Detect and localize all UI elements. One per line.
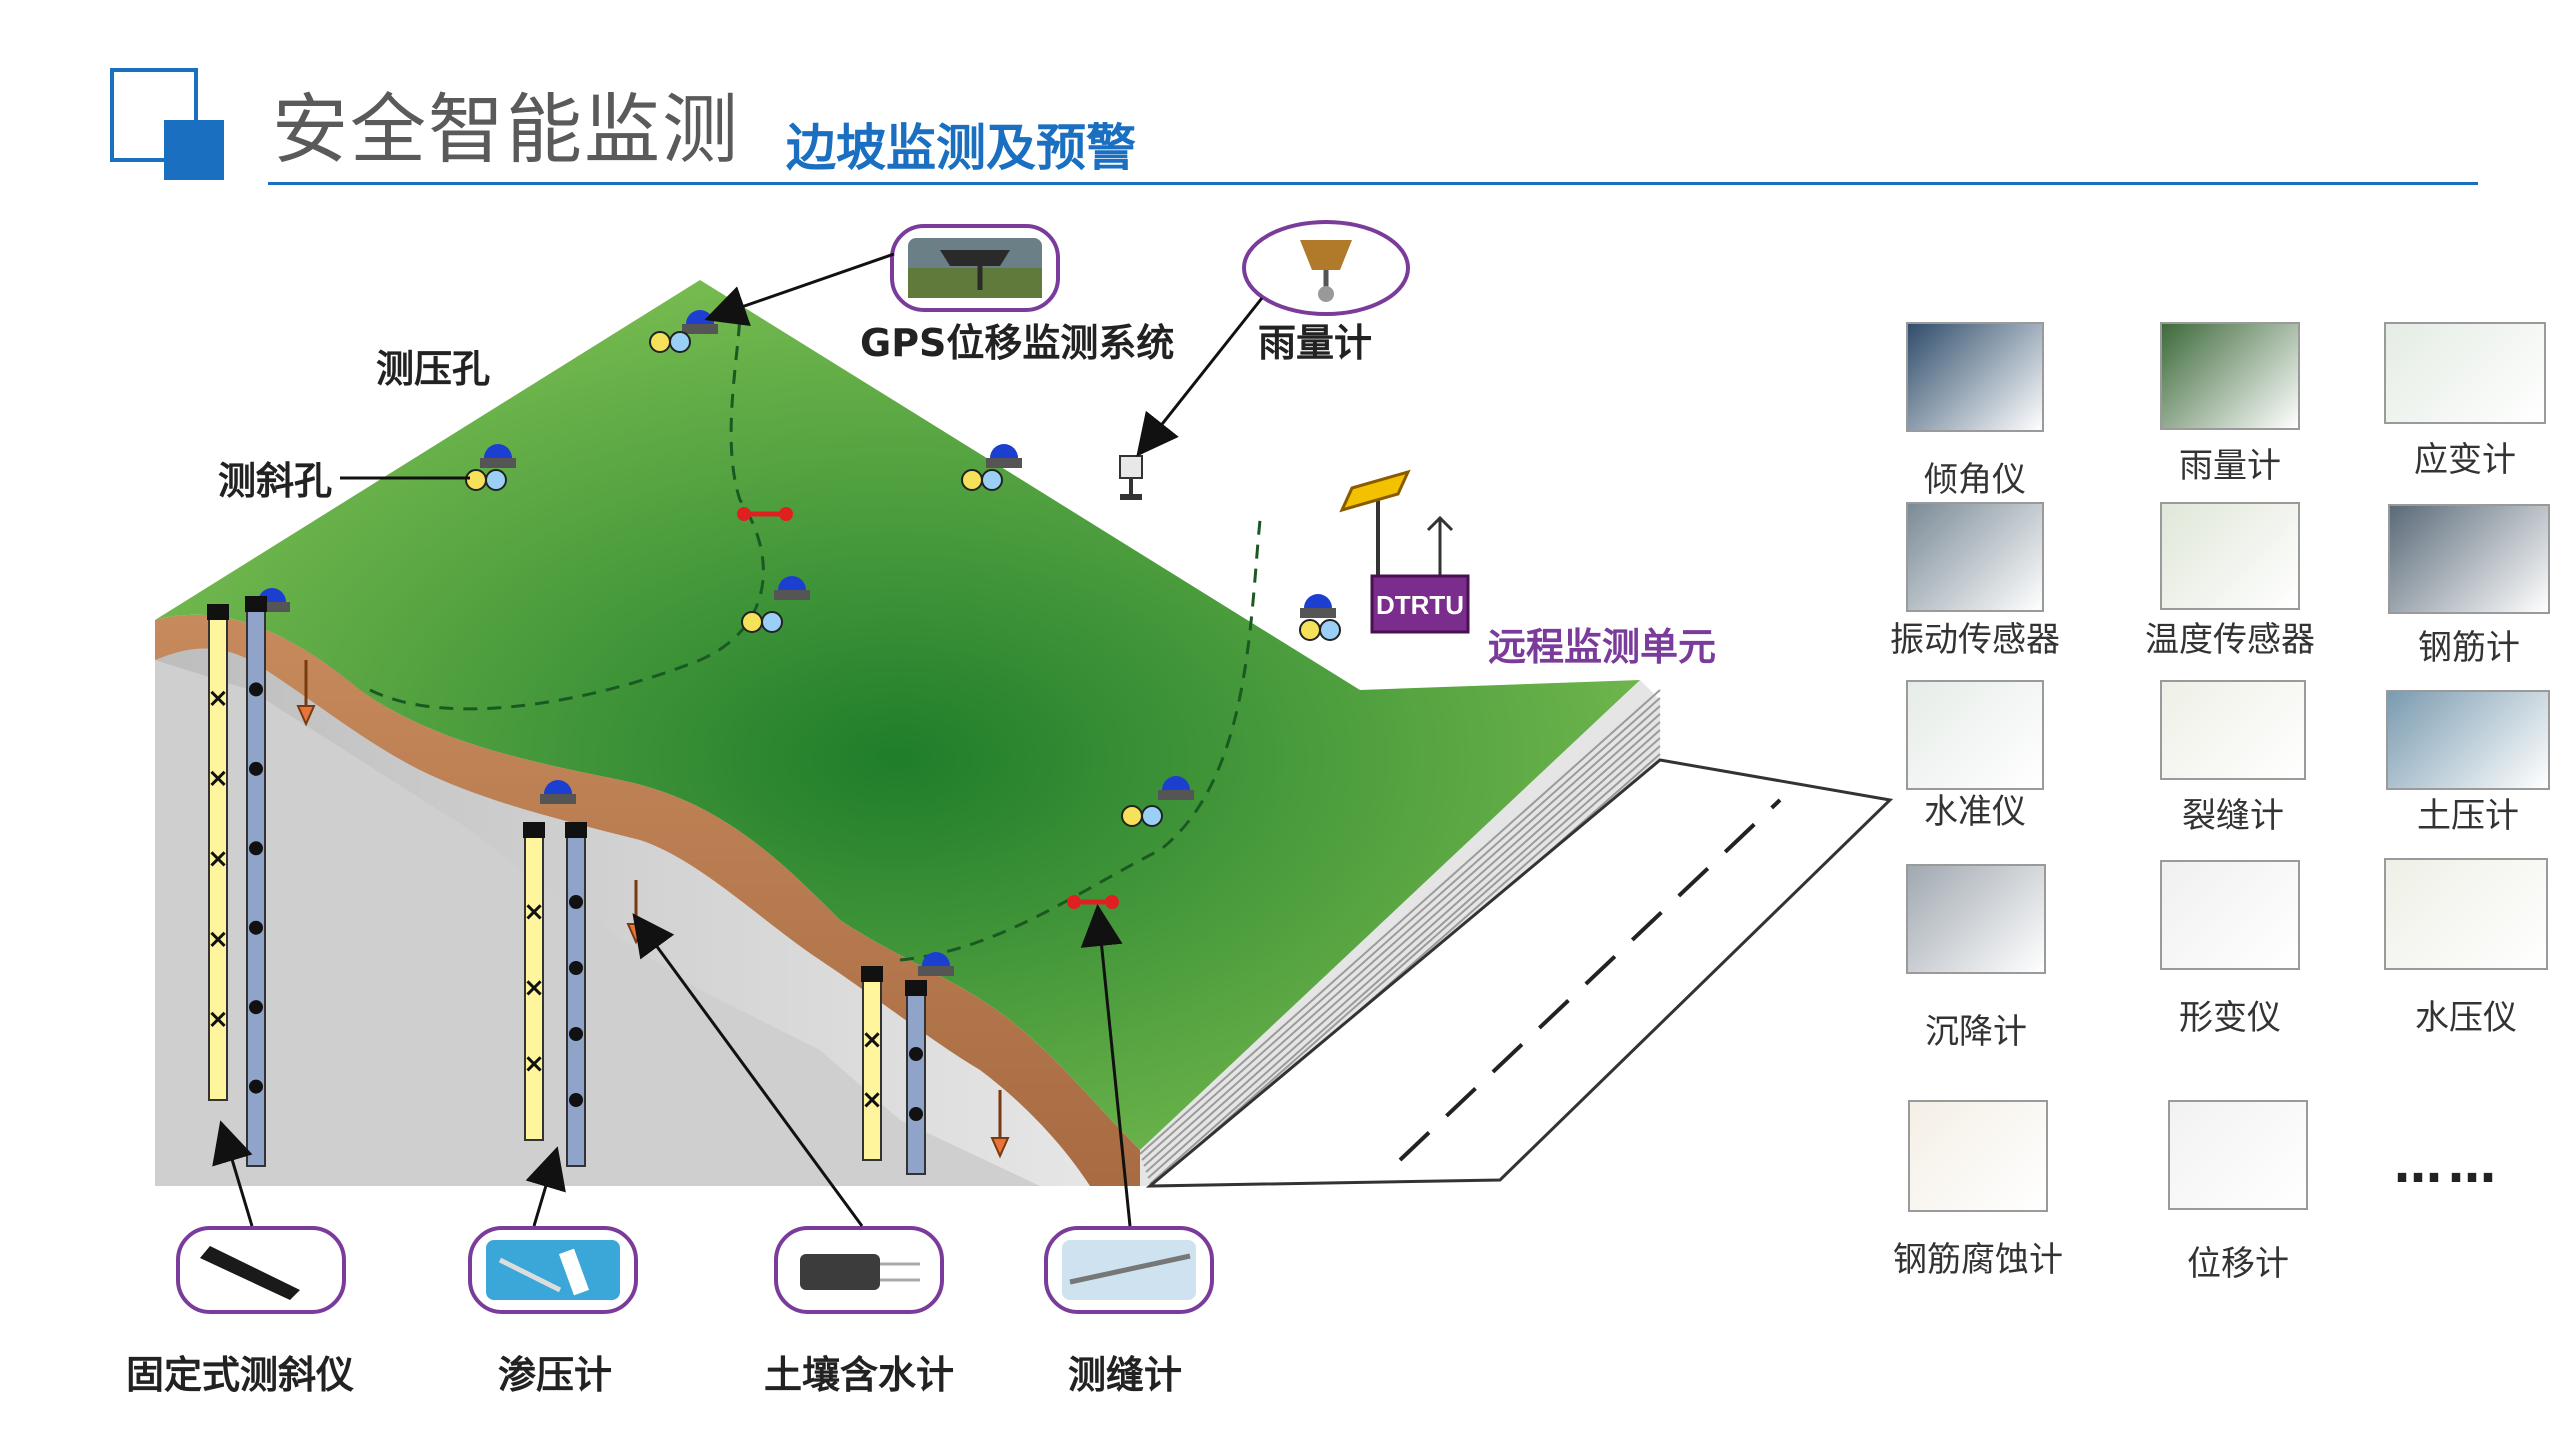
rain-gauge-callout	[1242, 220, 1410, 316]
retaining-wall	[1139, 680, 1661, 1187]
road	[1145, 758, 1894, 1188]
device-label-rebar: 钢筋计	[2418, 628, 2520, 668]
device-photo-temperature	[2160, 502, 2300, 610]
rtu-station: DTRTU	[1339, 469, 1470, 634]
svg-text:×: ×	[861, 1085, 883, 1115]
device-label-tilt: 倾角仪	[1924, 460, 2026, 500]
device-photo-level	[1906, 680, 2044, 790]
settlement-arrows	[296, 660, 1010, 1159]
device-label-settlement: 沉降计	[1925, 1012, 2027, 1052]
crack-meter-marker	[737, 507, 793, 521]
gps-station-marker	[1158, 776, 1194, 800]
crack-meter-callout	[1044, 1226, 1214, 1314]
monitoring-boundary-line	[369, 309, 765, 711]
gps-station-marker	[918, 952, 954, 976]
device-photo-strain	[2384, 322, 2546, 424]
slope-monitoring-diagram: ×××××××××× DTRTU	[155, 220, 1894, 1314]
svg-text:×: ×	[861, 1025, 883, 1055]
gps-stations	[254, 310, 1341, 976]
svg-text:×: ×	[207, 683, 229, 713]
page-subtitle: 边坡监测及预警	[786, 118, 1136, 177]
device-label-corrosion: 钢筋腐蚀计	[1893, 1240, 2063, 1280]
osmometer-label: 渗压计	[498, 1353, 613, 1397]
gps-station-marker	[480, 444, 516, 468]
device-label-rain: 雨量计	[2179, 446, 2281, 486]
gps-station-marker	[774, 576, 810, 600]
survey-point-marker	[465, 469, 507, 491]
svg-text:×: ×	[523, 1049, 545, 1079]
borehole-pipe	[905, 980, 927, 1175]
header-square-icon	[164, 120, 224, 180]
soil-moisture-label: 土壤含水计	[764, 1353, 955, 1397]
survey-point-marker	[649, 331, 691, 353]
borehole-pipe: × × × × ×	[207, 604, 229, 1101]
borehole-pipe: × × ×	[523, 822, 545, 1141]
borehole-pipe: ××	[861, 966, 883, 1161]
device-photo-vibration	[1906, 502, 2044, 612]
crack-meter-label: 测缝计	[1068, 1353, 1183, 1397]
device-photo-rebar	[2388, 504, 2550, 614]
survey-point-marker	[1121, 805, 1163, 827]
svg-text:×: ×	[523, 973, 545, 1003]
gps-callout	[890, 224, 1060, 312]
svg-text:×: ×	[523, 897, 545, 927]
survey-point-marker	[961, 469, 1003, 491]
device-photo-settlement	[1906, 864, 2046, 974]
device-label-temperature: 温度传感器	[2145, 620, 2315, 660]
monitoring-boundary-line-2	[899, 519, 1262, 962]
device-label-level: 水准仪	[1924, 792, 2026, 832]
fixed-inclinometer-callout	[176, 1226, 346, 1314]
grass-surface	[155, 280, 1640, 1150]
survey-point-marker	[1299, 619, 1341, 641]
device-photo-corrosion	[1908, 1100, 2048, 1212]
fixed-inclinometer-label: 固定式测斜仪	[126, 1353, 355, 1397]
svg-text:×: ×	[207, 844, 229, 874]
svg-text:×: ×	[207, 924, 229, 954]
gps-station-marker	[1300, 594, 1336, 618]
rain-gauge-post	[1119, 455, 1143, 500]
device-photo-deformation	[2160, 860, 2300, 970]
soil-moisture-callout	[774, 1226, 944, 1314]
gps-system-label: GPS位移监测系统	[860, 321, 1175, 365]
device-label-crack: 裂缝计	[2182, 796, 2284, 836]
device-photo-water_pressure	[2384, 858, 2548, 970]
header-frame-icon	[110, 68, 198, 162]
svg-text:×: ×	[207, 1005, 229, 1035]
device-photo-tilt	[1906, 322, 2044, 432]
header-divider	[268, 182, 2478, 185]
inclinometer-hole-label: 测斜孔	[218, 459, 333, 503]
gps-station-marker	[540, 780, 576, 804]
page-title: 安全智能监测	[272, 85, 740, 174]
soil-layer	[155, 614, 1140, 1186]
boreholes: ××××××××××	[207, 596, 927, 1175]
rtu-caption-label: 远程监测单元	[1488, 625, 1717, 669]
more-devices-ellipsis: ……	[2394, 1138, 2502, 1194]
device-label-earth_pressure: 土压计	[2417, 796, 2519, 836]
device-photo-earth_pressure	[2386, 690, 2550, 790]
survey-point-marker	[741, 611, 783, 633]
device-label-vibration: 振动传感器	[1890, 620, 2060, 660]
rain-gauge-label: 雨量计	[1258, 321, 1373, 365]
device-label-water_pressure: 水压仪	[2415, 998, 2517, 1038]
rtu-box-label: DTRTU	[1376, 590, 1464, 620]
device-label-deformation: 形变仪	[2179, 998, 2281, 1038]
rock-gray-layer	[155, 660, 1040, 1186]
device-photo-displacement	[2168, 1100, 2308, 1210]
svg-text:×: ×	[207, 764, 229, 794]
osmometer-callout	[468, 1226, 638, 1314]
borehole-pipe	[565, 822, 587, 1167]
device-photo-crack	[2160, 680, 2306, 780]
device-photo-rain	[2160, 322, 2300, 430]
gps-station-marker	[986, 444, 1022, 468]
device-label-strain: 应变计	[2414, 440, 2516, 480]
borehole-pipe	[245, 596, 267, 1167]
piezometer-hole-label: 测压孔	[376, 347, 491, 391]
device-label-displacement: 位移计	[2187, 1244, 2289, 1284]
